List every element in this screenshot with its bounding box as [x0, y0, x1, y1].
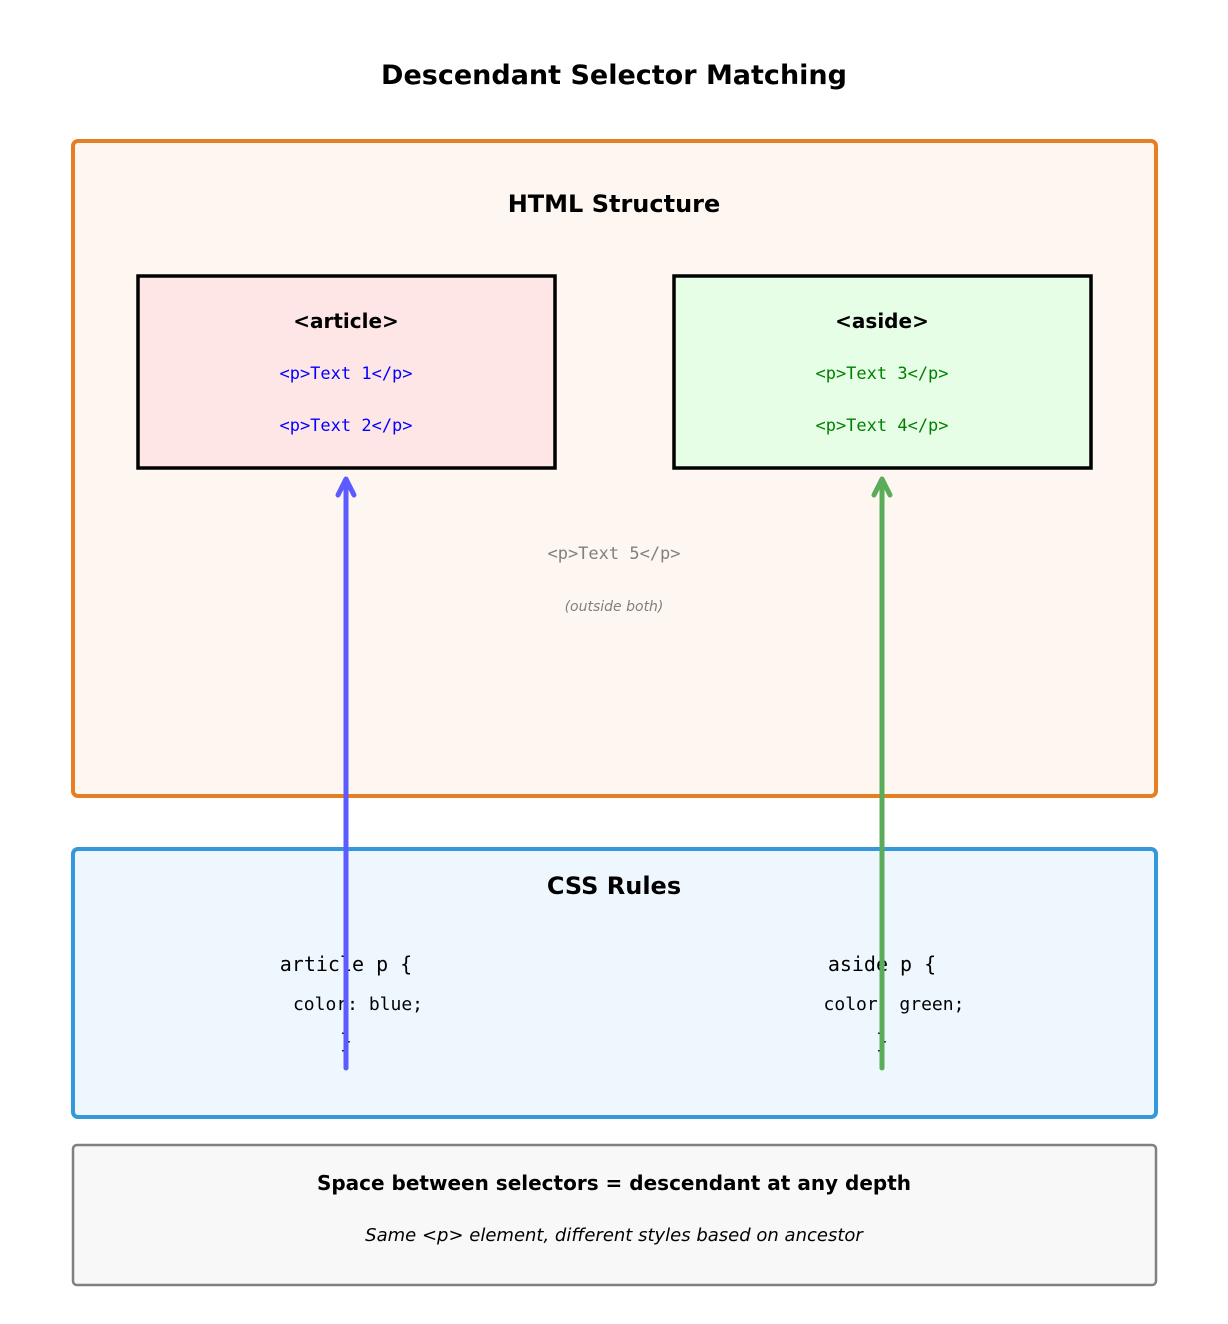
- article-tag: <article>: [293, 309, 399, 333]
- aside-rule-declaration: color: green;: [824, 994, 965, 1015]
- article-child: <p>Text 2</p>: [279, 416, 412, 436]
- outside-p-tag: <p>Text 5</p>: [547, 544, 680, 564]
- note-headline: Space between selectors = descendant at …: [317, 1171, 911, 1195]
- article-child: <p>Text 1</p>: [279, 364, 412, 384]
- css-rules-label: CSS Rules: [547, 872, 681, 900]
- article-box: [136, 274, 557, 470]
- note-subtext: Same <p> element, different styles based…: [365, 1225, 864, 1246]
- aside-child: <p>Text 4</p>: [815, 416, 948, 436]
- green-match-arrow: [871, 476, 893, 1071]
- html-structure-label: HTML Structure: [508, 190, 721, 218]
- diagram-title: Descendant Selector Matching: [381, 60, 847, 91]
- blue-match-arrow: [335, 476, 357, 1071]
- note-box: [71, 1143, 1158, 1287]
- outside-p-note: (outside both): [565, 599, 664, 615]
- aside-box: [672, 274, 1093, 470]
- article-rule-declaration: color: blue;: [293, 994, 423, 1015]
- aside-child: <p>Text 3</p>: [815, 364, 948, 384]
- aside-tag: <aside>: [835, 309, 929, 333]
